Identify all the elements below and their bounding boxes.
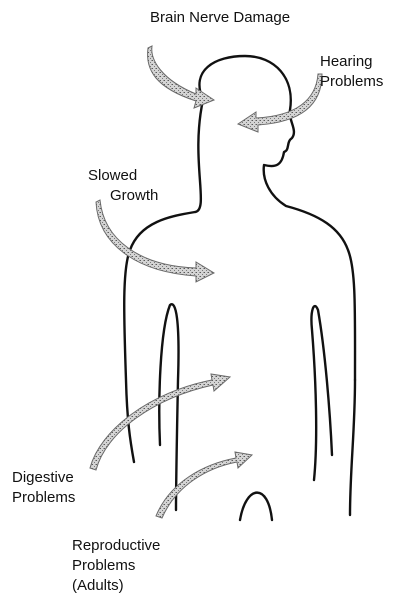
arrow-hearing (238, 74, 322, 132)
body-right-contour (350, 380, 355, 515)
right-arm-inner (311, 306, 332, 480)
crotch-contour (240, 493, 272, 520)
label-digestive-line-1: Digestive (12, 468, 75, 488)
label-hearing-problems: Hearing Problems (320, 52, 383, 92)
arrow-brain (148, 46, 214, 108)
label-brain-nerve-damage: Brain Nerve Damage (150, 8, 290, 28)
label-slowed-line-1: Slowed (88, 166, 158, 186)
label-hearing-line-1: Hearing (320, 52, 383, 72)
label-repro-line-3: (Adults) (72, 576, 160, 596)
label-repro-line-2: Problems (72, 556, 160, 576)
label-hearing-line-2: Problems (320, 72, 383, 92)
label-digestive-problems: Digestive Problems (12, 468, 75, 508)
label-slowed-line-2: Growth (88, 186, 158, 206)
arrow-reproductive (156, 452, 252, 518)
label-reproductive-problems: Reproductive Problems (Adults) (72, 536, 160, 596)
body-outline (124, 56, 355, 520)
label-repro-line-1: Reproductive (72, 536, 160, 556)
body-left-contour (124, 100, 203, 462)
label-slowed-growth: Slowed Growth (88, 166, 158, 206)
label-digestive-line-2: Problems (12, 488, 75, 508)
head-contour (199, 56, 355, 380)
left-arm-inner (159, 304, 178, 510)
